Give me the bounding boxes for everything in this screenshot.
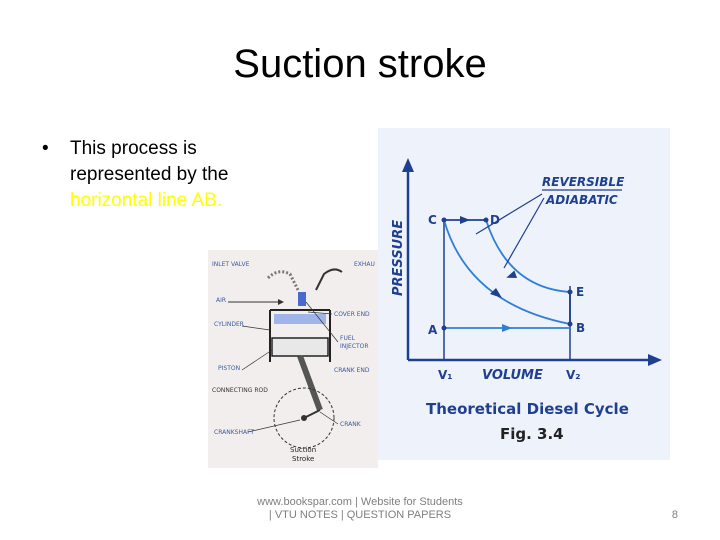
- legend-adiabatic: ADIABATIC: [545, 193, 618, 207]
- label-crank: CRANK: [340, 421, 362, 428]
- bullet-item: This process is represented by the horiz…: [70, 136, 300, 214]
- point-b: [567, 321, 573, 327]
- point-d: [483, 217, 489, 223]
- label-caption-stroke: Stroke: [292, 455, 314, 463]
- curve-de: [485, 219, 571, 293]
- label-v1: V₁: [438, 368, 453, 382]
- slide-title: Suction stroke: [233, 42, 487, 86]
- arrow-de: [490, 288, 502, 298]
- slide-footer: www.bookspar.com | Website for Students …: [257, 496, 463, 521]
- pv-diagram-figure: PRESSURE VOLUME V₁ V₂ C D A B E REVERSIB…: [378, 128, 670, 460]
- point-c: [441, 217, 447, 223]
- leader-2: [503, 197, 545, 269]
- y-axis-arrow: [402, 158, 414, 172]
- label-a: A: [428, 323, 438, 337]
- arrow-cd: [460, 216, 470, 224]
- label-c: C: [428, 213, 437, 227]
- leader-1: [475, 193, 543, 235]
- engine-drawing: INLET VALVE EXHAU AIR CYLINDER COVER END…: [212, 261, 375, 463]
- page-number: 8: [671, 509, 678, 521]
- label-cylinder: CYLINDER: [214, 321, 244, 328]
- pv-diagram: PRESSURE VOLUME V₁ V₂ C D A B E REVERSIB…: [391, 158, 662, 443]
- label-b: B: [576, 321, 585, 335]
- point-e: [567, 289, 573, 295]
- bullet-highlight: horizontal line AB.: [70, 190, 223, 211]
- label-exhaust: EXHAU: [354, 261, 375, 268]
- label-injector: INJECTOR: [340, 343, 369, 350]
- label-e: E: [576, 285, 584, 299]
- axis-x-label: VOLUME: [482, 368, 543, 383]
- bullet-marker: •: [42, 138, 49, 159]
- label-crank-end: CRANK END: [334, 367, 370, 374]
- axis-y-label: PRESSURE: [391, 220, 406, 296]
- label-v2: V₂: [566, 368, 581, 382]
- curve-bc: [443, 219, 571, 325]
- diagram-caption: Theoretical Diesel Cycle: [426, 400, 629, 418]
- arrow-bc: [506, 270, 518, 279]
- engine-figure: INLET VALVE EXHAU AIR CYLINDER COVER END…: [208, 250, 378, 468]
- label-air: AIR: [216, 297, 226, 304]
- label-crankshaft: CRANKSHAFT: [214, 429, 254, 436]
- label-d: D: [490, 213, 500, 227]
- label-connecting-rod: CONNECTING ROD: [212, 387, 268, 394]
- label-piston: PISTON: [218, 365, 240, 372]
- label-cover-end: COVER END: [334, 311, 370, 318]
- label-caption-suction: Suction: [290, 446, 316, 454]
- label-inlet-valve: INLET VALVE: [212, 261, 250, 268]
- bullet-text: This process is represented by the: [70, 138, 229, 185]
- point-a: [441, 325, 447, 331]
- x-axis-arrow: [648, 354, 662, 366]
- diagram-fig: Fig. 3.4: [500, 425, 564, 443]
- arrow-ab: [502, 324, 512, 332]
- label-fuel: FUEL: [340, 335, 356, 342]
- legend-reversible: REVERSIBLE: [542, 175, 625, 189]
